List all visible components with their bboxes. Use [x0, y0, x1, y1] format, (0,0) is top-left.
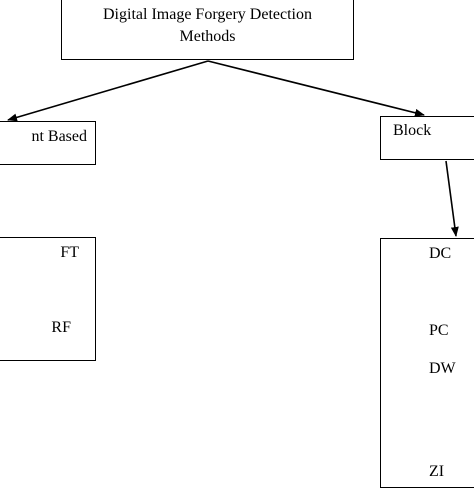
block-method-item: DC: [429, 245, 452, 262]
block-method-item: ZI: [429, 463, 445, 480]
connector-arrows: [7, 60, 459, 237]
block-based-node: Block: [380, 116, 474, 160]
arrow-root-to-keypoint: [7, 60, 209, 122]
edge-tick-mark: [380, 325, 381, 330]
arrow-block-to-methods: [445, 160, 459, 237]
block-based-label: Block: [393, 122, 432, 139]
root-title-line1: Digital Image Forgery Detection: [103, 6, 312, 23]
keypoint-based-label: nt Based: [31, 128, 87, 145]
edge-tick-mark: [95, 321, 96, 326]
arrow-root-to-block: [207, 60, 425, 117]
block-method-item: DW: [429, 360, 456, 377]
root-node: Digital Image Forgery Detection Methods: [61, 0, 354, 60]
keypoint-method-item: FT: [60, 244, 79, 261]
keypoint-methods-node: FT RF: [0, 237, 96, 361]
block-method-item: PC: [429, 322, 449, 339]
keypoint-based-node: nt Based: [0, 121, 96, 165]
keypoint-method-item: RF: [51, 319, 71, 336]
root-title-line2: Methods: [179, 28, 236, 45]
block-methods-node: DC PC DW ZI: [380, 238, 474, 488]
